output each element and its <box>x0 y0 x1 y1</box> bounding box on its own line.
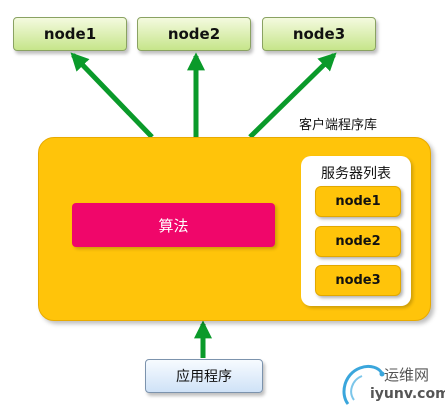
algorithm-box: 算法 <box>72 203 275 247</box>
client-library-label: 客户端程序库 <box>299 118 378 133</box>
watermark-swirl-icon <box>342 364 385 405</box>
arrow-to-node3 <box>248 52 337 139</box>
watermark-url: iyunv.com <box>370 386 445 402</box>
server-item-node2: node2 <box>315 226 401 257</box>
top-node-1: node1 <box>13 17 127 51</box>
top-node-3: node3 <box>262 17 376 51</box>
server-list-title: 服务器列表 <box>321 166 391 182</box>
watermark-text: 运维网 <box>384 366 430 384</box>
watermark-logo: 运维网 iyunv.com <box>340 360 445 409</box>
server-list-panel: 服务器列表 node1 node2 node3 <box>301 156 411 306</box>
application-box: 应用程序 <box>145 359 263 393</box>
top-node-2: node2 <box>137 17 251 51</box>
server-item-node1: node1 <box>315 186 401 217</box>
arrow-to-node1 <box>70 52 154 139</box>
server-item-node3: node3 <box>315 265 401 296</box>
